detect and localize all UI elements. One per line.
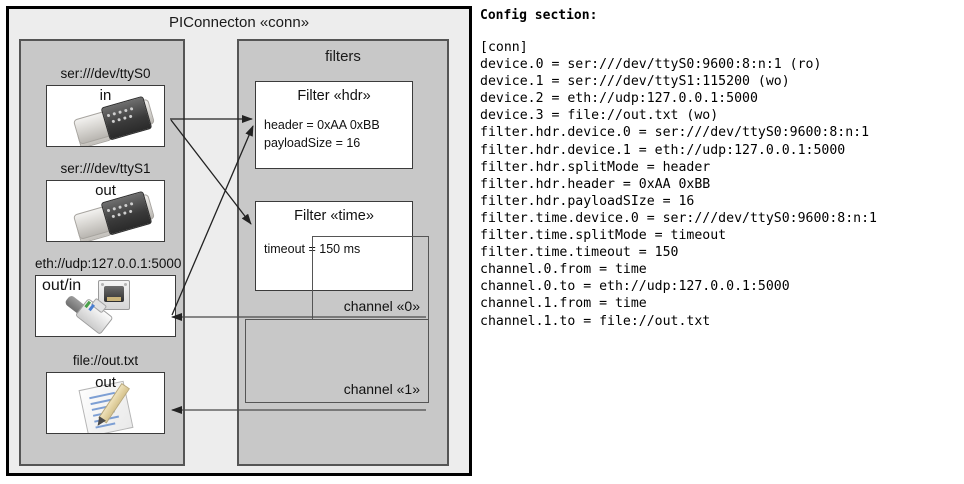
config-line: filter.time.timeout = 150 <box>480 245 679 261</box>
device-eth-box[interactable]: out/in <box>35 275 176 337</box>
channel-1[interactable]: channel «1» <box>245 319 429 403</box>
filter-hdr-title: Filter «hdr» <box>297 88 371 104</box>
channel-0-label: channel «0» <box>343 298 420 314</box>
channel-0[interactable]: channel «0» <box>312 236 429 320</box>
devices-panel: ser:///dev/ttyS0 in <box>19 39 185 466</box>
device-ttys1-label: ser:///dev/ttyS1 <box>60 161 151 176</box>
config-line: channel.1.to = file://out.txt <box>480 313 711 329</box>
device-ttys0[interactable]: ser:///dev/ttyS0 in <box>46 66 165 147</box>
config-line: device.3 = file://out.txt (wo) <box>480 108 719 124</box>
device-eth-direction: out/in <box>42 277 82 294</box>
config-heading: Config section: <box>480 8 598 23</box>
device-ttys1[interactable]: ser:///dev/ttyS1 out <box>46 161 165 242</box>
connection-diagram: PIConnecton «conn» ser:///dev/ttyS0 in <box>6 6 472 476</box>
config-line: device.0 = ser:///dev/ttyS0:9600:8:n:1 (… <box>480 57 822 73</box>
filter-time-title: Filter «time» <box>294 208 374 224</box>
ethernet-jack-icon <box>36 276 175 336</box>
filter-hdr-prop-payloadsize: payloadSize = 16 <box>264 136 361 150</box>
diagram-title: PIConnecton «conn» <box>168 14 310 31</box>
device-ttys1-direction: out <box>95 182 116 199</box>
config-line: filter.hdr.device.0 = ser:///dev/ttyS0:9… <box>480 125 870 141</box>
config-line: device.2 = eth://udp:127.0.0.1:5000 <box>480 91 758 107</box>
config-line: filter.time.splitMode = timeout <box>480 228 727 244</box>
config-line: channel.0.from = time <box>480 262 647 278</box>
device-ttys0-box[interactable]: in <box>46 85 165 147</box>
config-section: Config section: [conn] device.0 = ser:///… <box>480 8 960 330</box>
config-line: device.1 = ser:///dev/ttyS1:115200 (wo) <box>480 74 790 90</box>
config-lines: [conn] device.0 = ser:///dev/ttyS0:9600:8… <box>480 39 960 330</box>
config-line: filter.time.device.0 = ser:///dev/ttyS0:… <box>480 210 877 226</box>
channel-1-label: channel «1» <box>343 381 420 397</box>
config-line: filter.hdr.header = 0xAA 0xBB <box>480 176 711 192</box>
device-file-label: file://out.txt <box>72 353 139 368</box>
config-line: filter.hdr.splitMode = header <box>480 159 711 175</box>
device-file-box[interactable]: out <box>46 372 165 434</box>
device-eth-label: eth://udp:127.0.0.1:5000 <box>35 256 182 271</box>
device-eth[interactable]: eth://udp:127.0.0.1:5000 out/in <box>35 256 182 337</box>
device-ttys0-direction: in <box>99 87 112 104</box>
filter-hdr[interactable]: Filter «hdr» header = 0xAA 0xBB payloadS… <box>255 81 413 169</box>
filters-panel: filters Filter «hdr» header = 0xAA 0xBB … <box>237 39 449 466</box>
config-line: channel.0.to = eth://udp:127.0.0.1:5000 <box>480 279 790 295</box>
filters-panel-title: filters <box>325 48 361 65</box>
config-line: filter.hdr.device.1 = eth://udp:127.0.0.… <box>480 142 846 158</box>
filter-hdr-prop-header: header = 0xAA 0xBB <box>264 118 380 132</box>
config-line: filter.hdr.payloadSIze = 16 <box>480 193 695 209</box>
device-file-direction: out <box>95 374 116 391</box>
config-line: [conn] <box>480 40 528 55</box>
device-ttys0-label: ser:///dev/ttyS0 <box>60 66 151 81</box>
config-line: channel.1.from = time <box>480 296 647 312</box>
device-ttys1-box[interactable]: out <box>46 180 165 242</box>
device-file[interactable]: file://out.txt out <box>46 353 165 434</box>
